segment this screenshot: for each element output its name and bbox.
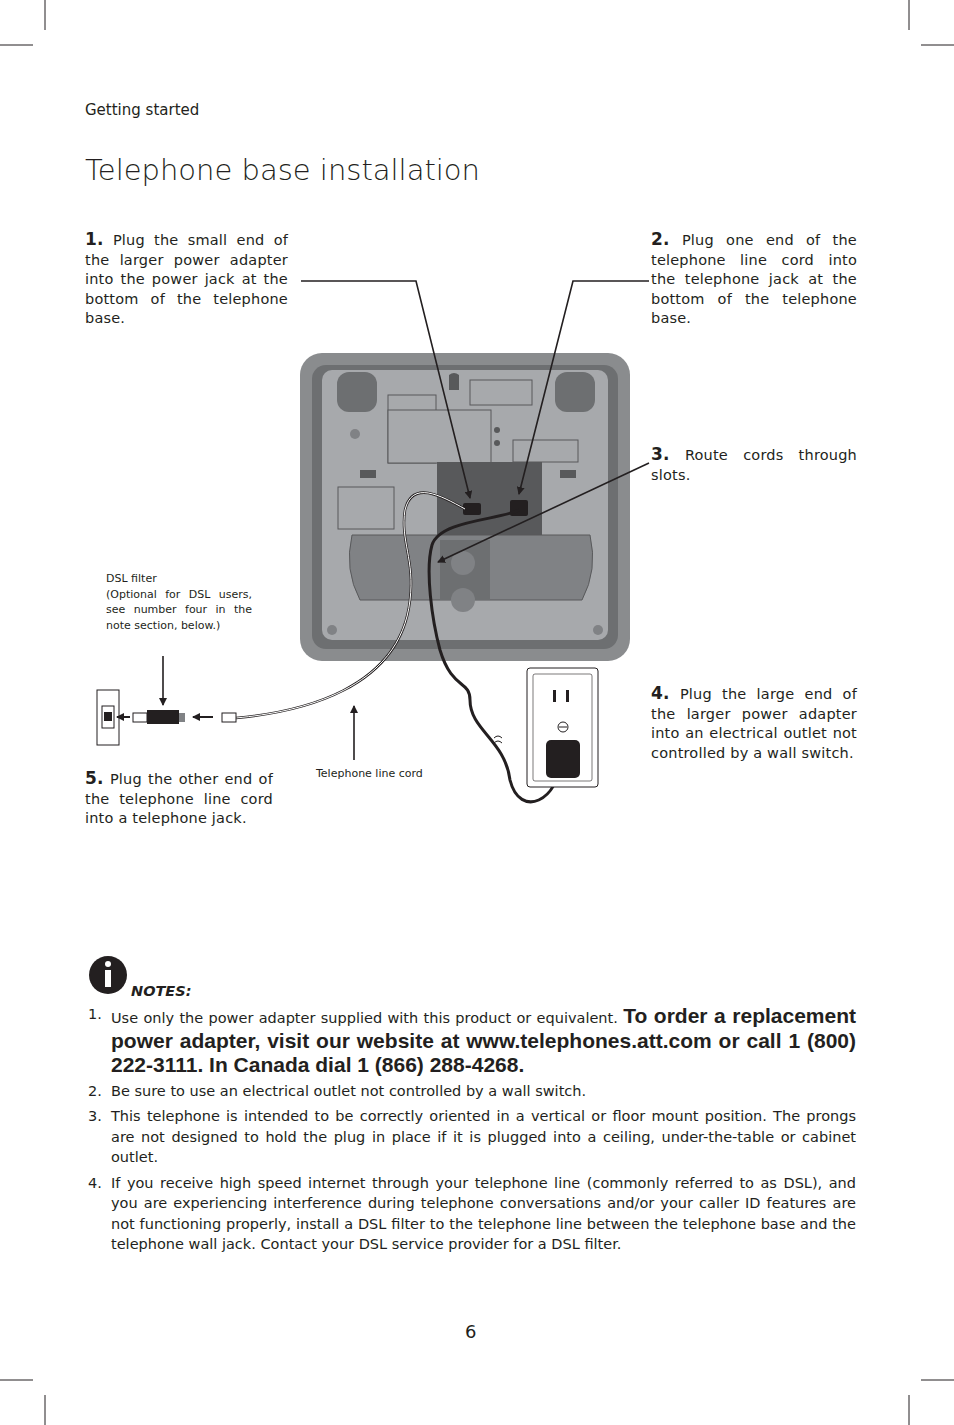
note-body: This telephone is intended to be correct… xyxy=(111,1108,856,1165)
note-number: 3. xyxy=(88,1106,102,1127)
cords xyxy=(236,493,560,802)
note: 2. Be sure to use an electrical outlet no… xyxy=(88,1081,856,1102)
callout-number: 3. xyxy=(651,444,670,464)
part-note: (Optional for DSL users, see number four… xyxy=(106,587,252,634)
wall-jack-and-filter xyxy=(97,690,236,745)
section-header: Getting started xyxy=(85,101,199,119)
leader-lines xyxy=(163,281,649,760)
note: 1. Use only the power adapter supplied wi… xyxy=(88,1004,856,1078)
part-name: Telephone line cord xyxy=(316,766,423,782)
callout: 5. Plug the other end of the telephone l… xyxy=(85,769,273,829)
callout-number: 1. xyxy=(85,229,104,249)
callout: 4. Plug the large end of the larger powe… xyxy=(651,684,857,763)
info-icon xyxy=(89,956,127,994)
callout-text: Plug the large end of the larger power a… xyxy=(651,686,857,761)
callout: 3. Route cords through slots. xyxy=(651,445,857,485)
callout-text: Plug the other end of the telephone line… xyxy=(85,771,273,826)
callout-number: 2. xyxy=(651,229,670,249)
note-text: This telephone is intended to be correct… xyxy=(111,1106,856,1168)
part-label: DSL filter(Optional for DSL users, see n… xyxy=(106,571,252,633)
callout: 2. Plug one end of the telephone line co… xyxy=(651,230,857,329)
note-body: Use only the power adapter supplied with… xyxy=(111,1010,618,1026)
note-text: If you receive high speed internet throu… xyxy=(111,1173,856,1255)
note-text: Use only the power adapter supplied with… xyxy=(111,1004,856,1078)
callout-text: Plug one end of the telephone line cord … xyxy=(651,232,857,326)
notes-heading: NOTES: xyxy=(131,983,192,999)
callout-number: 4. xyxy=(651,683,670,703)
part-name: DSL filter xyxy=(106,571,252,587)
callout-text: Plug the small end of the larger power a… xyxy=(85,232,288,326)
telephone-base xyxy=(300,353,630,661)
note-text: Be sure to use an electrical outlet not … xyxy=(111,1081,856,1102)
callout-number: 5. xyxy=(85,768,104,788)
callout: 1. Plug the small end of the larger powe… xyxy=(85,230,288,329)
note: 4. If you receive high speed internet thr… xyxy=(88,1173,856,1255)
note: 3. This telephone is intended to be corre… xyxy=(88,1106,856,1168)
page-title: Telephone base installation xyxy=(85,153,480,187)
note-body: If you receive high speed internet throu… xyxy=(111,1175,856,1253)
page-number: 6 xyxy=(465,1321,476,1342)
note-body: Be sure to use an electrical outlet not … xyxy=(111,1083,586,1099)
note-number: 2. xyxy=(88,1081,102,1102)
wall-outlet xyxy=(494,668,598,787)
callout-text: Route cords through slots. xyxy=(651,447,857,483)
note-number: 1. xyxy=(88,1004,102,1025)
note-number: 4. xyxy=(88,1173,102,1194)
